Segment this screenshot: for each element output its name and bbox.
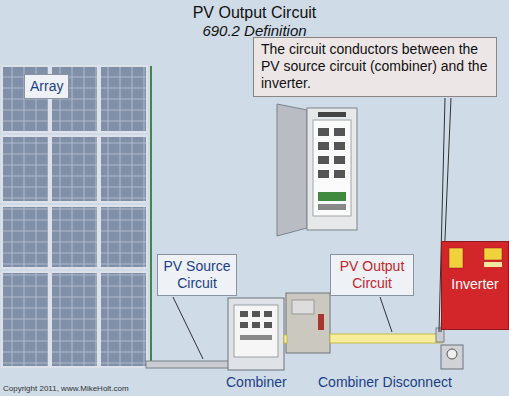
leader-line <box>173 297 203 359</box>
combiner-disconnect <box>286 293 330 353</box>
combiner-disconnect <box>292 300 314 314</box>
callout-box: The circuit conductors between the PV so… <box>253 37 497 97</box>
combiner-detail <box>277 104 357 236</box>
combiner-disconnect <box>286 293 330 353</box>
pv-module <box>2 136 49 202</box>
combiner-box <box>264 311 272 317</box>
combiner-detail <box>277 104 307 236</box>
combiner-box <box>264 322 272 328</box>
ac-disconnect <box>441 345 463 369</box>
node-text: PV Output Circuit <box>336 258 408 292</box>
pv-module <box>51 272 98 367</box>
label-box: PV Output Circuit <box>330 254 414 296</box>
combiner-box <box>234 305 278 357</box>
label-box: PV Source Circuit <box>157 254 237 296</box>
combiner-detail <box>334 170 345 178</box>
pv-module <box>100 66 147 132</box>
combiner-box <box>228 298 284 370</box>
leader-lines <box>173 98 451 359</box>
array-wire <box>150 66 152 366</box>
pv-module <box>51 136 98 202</box>
part-name: Combiner <box>226 374 287 390</box>
combiner-box <box>252 311 260 317</box>
pv-module <box>100 206 147 268</box>
copyright-note: Copyright 2011, www.MikeHolt.com <box>3 384 129 393</box>
output-conduit <box>330 334 442 343</box>
combiner-disconnect <box>318 314 324 330</box>
node-text: Array <box>30 78 63 95</box>
node-text: The circuit conductors between the PV so… <box>261 41 489 92</box>
label-box: Array <box>24 74 69 99</box>
combiner-box <box>240 322 248 328</box>
combiner-detail <box>307 108 357 230</box>
title: PV Output Circuit <box>0 4 509 22</box>
ac-disconnect <box>447 349 457 359</box>
pv-module <box>2 206 49 268</box>
inverter-conduit <box>436 328 444 342</box>
combiner-detail <box>318 170 329 178</box>
pv-module <box>100 136 147 202</box>
output-conduit <box>284 335 287 343</box>
ac-disconnect <box>441 345 463 369</box>
pv-module <box>100 272 147 367</box>
source-conduit <box>146 361 230 368</box>
combiner-detail <box>318 192 346 201</box>
combiner-detail <box>334 128 345 136</box>
combiner-detail <box>318 204 346 210</box>
inverter-box: Inverter <box>441 241 509 330</box>
combiner-detail <box>318 156 329 164</box>
combiner-detail <box>334 156 345 164</box>
combiner-detail <box>313 120 351 216</box>
combiner-box <box>252 322 260 328</box>
combiner-detail <box>318 112 346 117</box>
combiner-box <box>240 311 248 317</box>
pv-module <box>51 206 98 268</box>
node-text: Inverter <box>451 276 498 292</box>
pv-module <box>2 272 49 367</box>
combiner-detail <box>318 128 329 136</box>
node-text: PV Source Circuit <box>163 258 231 292</box>
pv-array <box>2 66 147 367</box>
leader-line <box>380 297 392 332</box>
combiner-box <box>240 335 272 340</box>
combiner-detail <box>334 142 345 150</box>
combiner-detail <box>318 142 329 150</box>
combiner-box <box>228 298 284 370</box>
part-name: Combiner Disconnect <box>318 374 452 390</box>
